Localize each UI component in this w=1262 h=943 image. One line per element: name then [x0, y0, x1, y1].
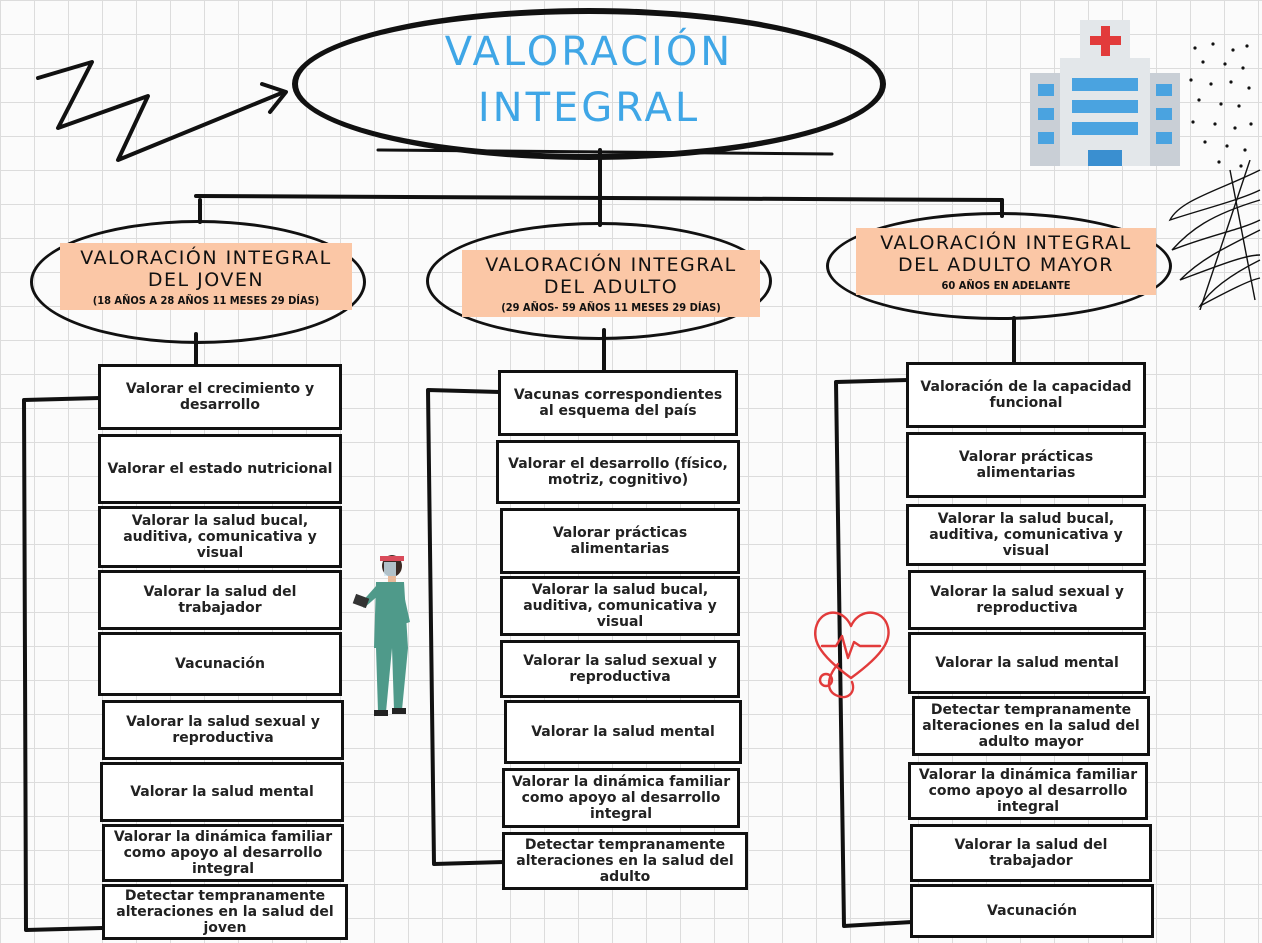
item-joven: Detectar tempranamente alteraciones en l…	[102, 884, 348, 940]
item-joven: Valorar el crecimiento y desarrollo	[98, 364, 342, 430]
heart-stethoscope-icon	[813, 611, 890, 699]
header-title-line2: DEL JOVEN	[147, 269, 265, 291]
header-subtitle: (18 AÑOS A 28 AÑOS 11 MESES 29 DÍAS)	[92, 294, 320, 307]
item-adulto-mayor: Valorar la salud del trabajador	[910, 824, 1152, 882]
title-line-2: INTEGRAL	[477, 85, 701, 131]
page-title: VALORACIÓN INTEGRAL	[292, 24, 886, 136]
item-adulto: Detectar tempranamente alteraciones en l…	[502, 832, 748, 890]
header-oval-adulto-mayor	[826, 212, 1172, 320]
item-adulto-mayor: Valorar la salud bucal, auditiva, comuni…	[906, 504, 1146, 566]
item-joven: Valorar el estado nutricional	[98, 434, 342, 504]
nurse-illustration	[352, 555, 410, 716]
header-adulto-mayor: VALORACIÓN INTEGRAL DEL ADULTO MAYOR 60 …	[856, 228, 1156, 295]
header-subtitle: (29 AÑOS- 59 AÑOS 11 MESES 29 DÍAS)	[501, 301, 721, 314]
item-adulto-mayor: Valoración de la capacidad funcional	[906, 362, 1146, 428]
dot-pattern	[1189, 42, 1253, 168]
item-joven: Valorar la salud del trabajador	[98, 570, 342, 630]
item-adulto: Valorar el desarrollo (físico, motriz, c…	[496, 440, 740, 504]
header-title-line1: VALORACIÓN INTEGRAL	[485, 254, 737, 276]
item-adulto: Valorar la salud sexual y reproductiva	[500, 640, 740, 698]
item-adulto: Valorar la salud bucal, auditiva, comuni…	[500, 576, 740, 636]
item-adulto-mayor: Valorar prácticas alimentarias	[906, 432, 1146, 498]
item-joven: Valorar la dinámica familiar como apoyo …	[102, 824, 344, 882]
scribble	[1168, 160, 1261, 310]
zigzag-arrow	[36, 60, 286, 162]
item-joven: Valorar la salud mental	[100, 762, 344, 822]
hospital-icon	[1030, 20, 1180, 166]
header-joven: VALORACIÓN INTEGRAL DEL JOVEN (18 AÑOS A…	[60, 243, 352, 310]
item-adulto: Vacunas correspondientes al esquema del …	[498, 370, 738, 436]
header-title-line2: DEL ADULTO	[543, 276, 679, 298]
item-adulto-mayor: Valorar la salud sexual y reproductiva	[908, 570, 1146, 630]
header-oval-adulto	[426, 222, 772, 340]
item-adulto: Valorar la salud mental	[504, 700, 742, 764]
item-joven: Vacunación	[98, 632, 342, 696]
item-joven: Valorar la salud bucal, auditiva, comuni…	[98, 506, 342, 568]
header-title-line2: DEL ADULTO MAYOR	[897, 254, 1114, 276]
header-oval-joven	[30, 220, 366, 344]
item-adulto-mayor: Valorar la dinámica familiar como apoyo …	[908, 762, 1148, 820]
item-joven: Valorar la salud sexual y reproductiva	[102, 700, 344, 760]
title-line-1: VALORACIÓN	[444, 29, 734, 75]
header-title-line1: VALORACIÓN INTEGRAL	[880, 232, 1132, 254]
item-adulto: Valorar la dinámica familiar como apoyo …	[502, 768, 740, 828]
item-adulto-mayor: Valorar la salud mental	[908, 632, 1146, 694]
item-adulto-mayor: Vacunación	[910, 884, 1154, 938]
header-subtitle: 60 AÑOS EN ADELANTE	[941, 279, 1071, 292]
header-title-line1: VALORACIÓN INTEGRAL	[80, 247, 332, 269]
header-adulto: VALORACIÓN INTEGRAL DEL ADULTO (29 AÑOS-…	[462, 250, 760, 317]
title-oval	[292, 8, 886, 160]
item-adulto: Valorar prácticas alimentarias	[500, 508, 740, 574]
item-adulto-mayor: Detectar tempranamente alteraciones en l…	[912, 696, 1150, 756]
